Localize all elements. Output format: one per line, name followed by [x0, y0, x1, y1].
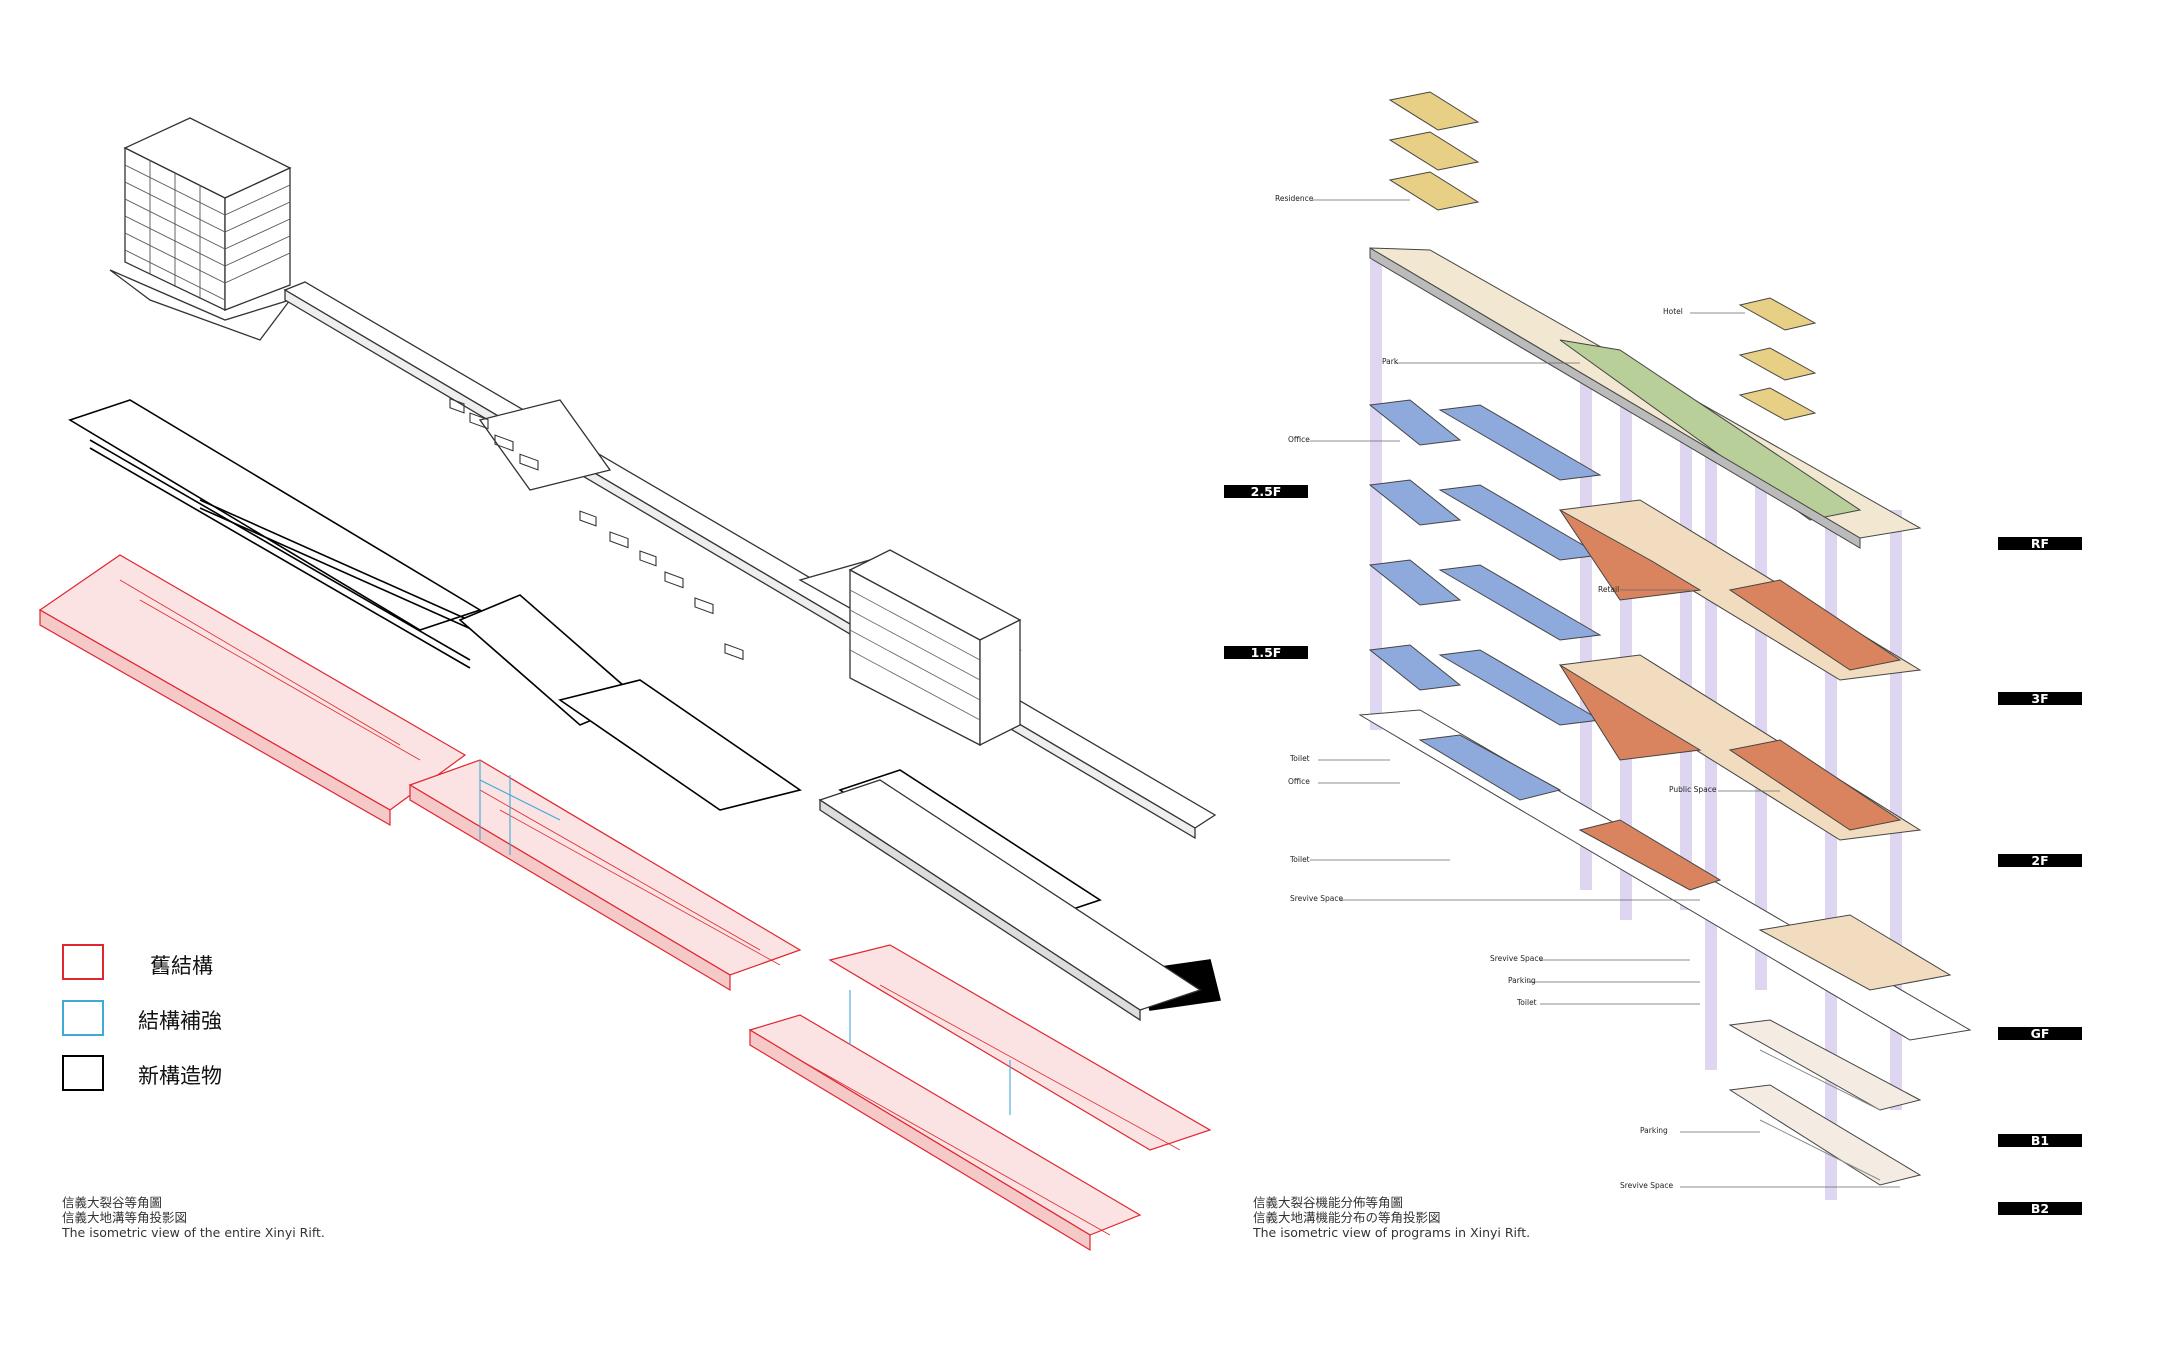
callout-parking-b: Parking: [1640, 1126, 1668, 1135]
callout-park: Park: [1382, 357, 1399, 366]
floor-tag-gf: GF: [1998, 1027, 2082, 1040]
scattered-blocks: [449, 398, 744, 661]
floor-tag-2-5f: 2.5F: [1224, 485, 1308, 498]
right-caption-line1: 信義大裂谷機能分佈等角圖: [1253, 1195, 1404, 1210]
right-caption-line3: The isometric view of programs in Xinyi …: [1253, 1225, 1531, 1240]
callout-service-c: Srevive Space: [1620, 1181, 1674, 1190]
rf-park-plate: [1369, 247, 1922, 549]
right-program-view: [1310, 91, 1972, 1200]
left-isometric-view: [38, 117, 1221, 1252]
callout-toilet-c: Toilet: [1517, 998, 1537, 1007]
residence-stack: [1388, 91, 1480, 211]
legend-label-reinforcement: 結構補強: [138, 1009, 222, 1033]
lower-platform: [818, 779, 1202, 1022]
right-caption: 信義大裂谷機能分佈等角圖 信義大地溝機能分布の等角投影図 The isometr…: [1253, 1195, 1530, 1240]
legend-swatch-new: [62, 1055, 104, 1091]
floor-tag-1-5f: 1.5F: [1224, 646, 1308, 659]
floor-tag-rf: RF: [1998, 537, 2082, 550]
left-caption-line3: The isometric view of the entire Xinyi R…: [62, 1225, 325, 1240]
reinforcement-frames: [479, 760, 1011, 1115]
floor-tag-b1: B1: [1998, 1134, 2082, 1147]
office-plates: [1368, 399, 1602, 726]
floor-tag-3f: 3F: [1998, 692, 2082, 705]
mid-rise-building: [848, 549, 1022, 747]
tall-tower: [109, 117, 292, 341]
legend-label-old: 舊結構: [150, 954, 213, 978]
floor-tag-2f: 2F: [1998, 854, 2082, 867]
left-caption-line2: 信義大地溝等角投影図: [62, 1210, 188, 1225]
floor-tag-b2: B2: [1998, 1202, 2082, 1215]
callout-public-space: Public Space: [1669, 785, 1717, 794]
callout-retail: Retail: [1598, 585, 1620, 594]
legend-label-new: 新構造物: [138, 1064, 222, 1088]
callout-service-b: Srevive Space: [1490, 954, 1544, 963]
callout-parking-a: Parking: [1508, 976, 1536, 985]
legend-swatch-reinforcement: [62, 1000, 104, 1036]
callout-toilet-b: Toilet: [1290, 855, 1310, 864]
callout-office-upper: Office: [1288, 435, 1310, 444]
right-caption-line2: 信義大地溝機能分布の等角投影図: [1253, 1210, 1441, 1225]
legend-swatch-old: [62, 944, 104, 980]
callout-residence: Residence: [1275, 194, 1314, 203]
left-caption: 信義大裂谷等角圖 信義大地溝等角投影図 The isometric view o…: [62, 1195, 325, 1240]
callout-hotel: Hotel: [1663, 307, 1683, 316]
callout-office-lower: Office: [1288, 777, 1310, 786]
callout-leaders: [1310, 199, 1900, 1188]
basement-plates: [1728, 1019, 1922, 1186]
gf-plate: [1358, 709, 1972, 1041]
retail-public-plates: [1558, 499, 1922, 841]
hotel-stack: [1738, 297, 1817, 421]
left-caption-line1: 信義大裂谷等角圖: [62, 1195, 163, 1210]
old-structure-slabs: [38, 554, 1212, 1252]
callout-toilet-a: Toilet: [1290, 754, 1310, 763]
callout-service-a: Srevive Space: [1290, 894, 1344, 903]
